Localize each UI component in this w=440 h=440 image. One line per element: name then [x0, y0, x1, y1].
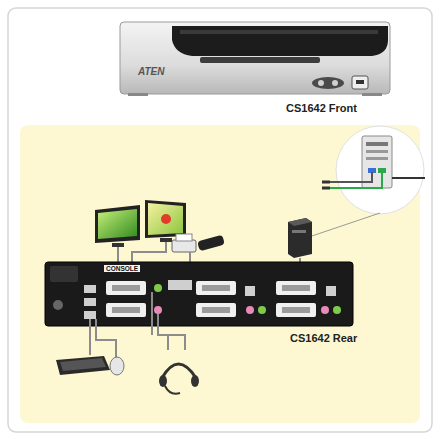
- front-device: [120, 22, 390, 96]
- view-title: CS1642 Front: [286, 102, 357, 115]
- cable: [118, 242, 300, 262]
- cable: [90, 292, 185, 358]
- port-label: CONSOLE: [104, 265, 140, 272]
- tower-pc-icon: [288, 218, 312, 258]
- printer-icon: [172, 234, 196, 252]
- outer-frame: [8, 8, 432, 432]
- scanner-icon: [197, 235, 225, 251]
- keyboard-icon: [56, 356, 110, 375]
- computer-inset: [300, 126, 425, 240]
- rear-device: [45, 262, 353, 326]
- brand-logo: ATEN: [138, 66, 164, 78]
- monitor-icon: [95, 205, 140, 247]
- view-title: CS1642 Rear: [290, 332, 357, 345]
- mouse-icon: [110, 357, 124, 375]
- headset-icon: [159, 364, 199, 394]
